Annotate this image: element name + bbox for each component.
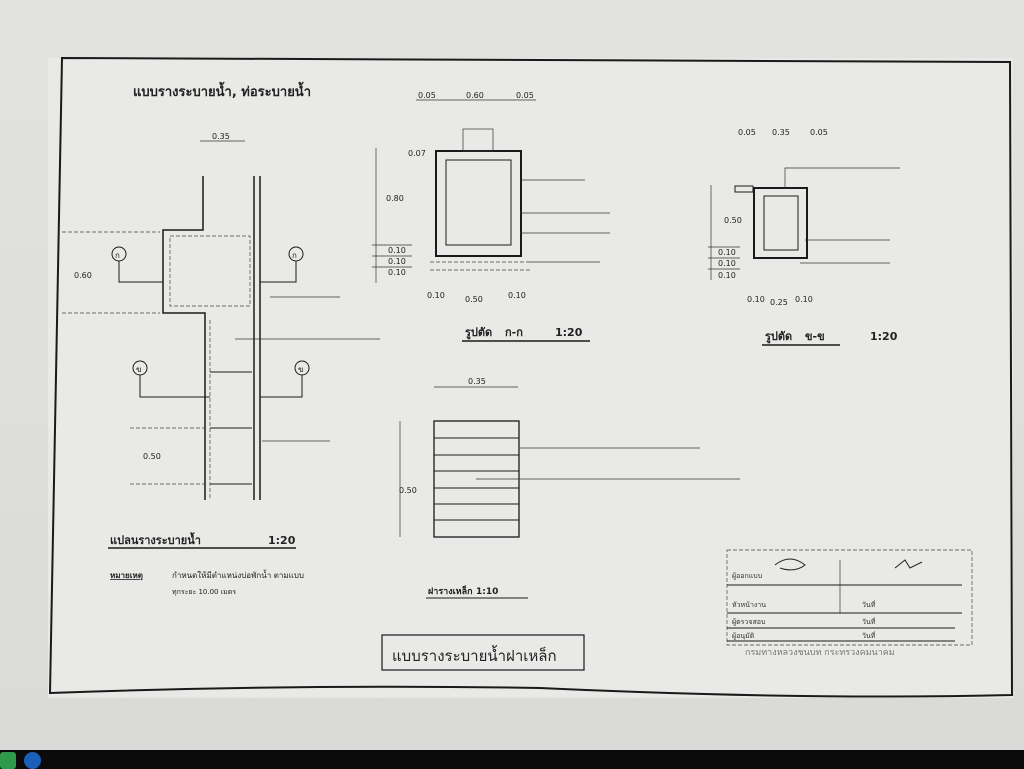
drawing-line	[763, 195, 799, 251]
dimension-label: 0.50	[399, 486, 417, 495]
cover-title: ฝารางเหล็ก	[428, 584, 473, 597]
dimension-label: ผู้ออกแบบ	[732, 572, 762, 580]
dimension-label: 0.50	[465, 295, 483, 304]
note-label: หมายเหตุ	[110, 571, 143, 581]
dimension-label: 0.80	[386, 194, 404, 203]
steel-cover-view: 0.35 0.50	[399, 377, 740, 538]
dimension-label: 0.10	[718, 259, 736, 268]
drawing-line	[445, 159, 512, 246]
dim-label: 0.50	[143, 452, 161, 461]
dimension-label: ข	[298, 365, 303, 374]
note-line-2: ทุกระยะ 10.00 เมตร	[172, 588, 236, 596]
section-marker-b-right: ข	[260, 360, 310, 398]
cover-scale: 1:10	[476, 587, 498, 597]
section-b-scale: 1:20	[870, 330, 898, 343]
drawing-line	[726, 549, 973, 646]
dimension-label: 0.05	[516, 91, 534, 100]
drawing-line	[260, 261, 297, 283]
dimension-label: 0.10	[718, 248, 736, 257]
browser-icon[interactable]	[24, 752, 41, 769]
dimension-label: กรมทางหลวงชนบท กระทรวงคมนาคม	[745, 648, 895, 658]
dimension-label: 0.25	[770, 298, 788, 307]
drawing-line	[753, 187, 808, 259]
drawing-line	[118, 261, 163, 283]
section-marker-a-right: ก	[260, 246, 304, 283]
drawing-canvas: แบบรางระบายน้ำ, ท่อระบายน้ำ 0.35 0.60 0.…	[48, 56, 1014, 698]
section-b-view: 0.05 0.35 0.05 0.50 0.10 0.10 0.10 0.10 …	[708, 128, 900, 307]
dimension-label: 0.60	[466, 91, 484, 100]
dimension-label: 0.07	[408, 149, 426, 158]
dimension-label: 0.10	[747, 295, 765, 304]
signature	[774, 558, 806, 571]
dimension-label: วันที่	[862, 600, 876, 609]
plan-scale: 1:20	[268, 534, 296, 547]
section-marker-a-left: ก	[111, 246, 163, 283]
dim-label: 0.35	[212, 132, 230, 141]
drawing-line	[462, 128, 494, 152]
dimension-label: 0.05	[810, 128, 828, 137]
section-a-mark: ก-ก	[505, 326, 523, 339]
dimension-label: ก	[292, 251, 297, 260]
section-a-scale: 1:20	[555, 326, 583, 339]
dimension-label: 0.10	[427, 291, 445, 300]
dimension-label: 0.10	[795, 295, 813, 304]
drawing-line	[734, 185, 754, 193]
dimension-label: ผู้ตรวจสอบ	[732, 618, 765, 626]
drawing-line	[139, 375, 210, 398]
dimension-label: 0.10	[718, 271, 736, 280]
dimension-label: ก	[115, 251, 120, 260]
section-b-mark: ข-ข	[805, 330, 825, 343]
dimension-label: 0.35	[772, 128, 790, 137]
dimension-label: 0.05	[418, 91, 436, 100]
drawing-line	[162, 176, 206, 500]
dimension-label: 0.05	[738, 128, 756, 137]
dimension-label: 0.10	[388, 257, 406, 266]
dim-label: 0.60	[74, 271, 92, 280]
drawing-line	[169, 235, 251, 307]
dimension-label: วันที่	[862, 631, 876, 640]
drawing-line	[784, 167, 900, 188]
dimension-label: หัวหน้างาน	[732, 601, 766, 609]
plan-view: 0.35 0.60 0.50 ก ก ข ข	[62, 132, 380, 500]
app-icon[interactable]	[0, 752, 16, 769]
section-b-title: รูปตัด	[765, 330, 792, 344]
plan-title: แปลนรางระบายน้ำ	[110, 532, 201, 547]
dimension-label: ข	[136, 365, 141, 374]
dimension-label: 0.10	[388, 268, 406, 277]
dimension-label: วันที่	[862, 617, 876, 626]
dimension-label: ผู้อนุมัติ	[732, 632, 755, 640]
header-title: แบบรางระบายน้ำ, ท่อระบายน้ำ	[133, 81, 311, 100]
section-a-title: รูปตัด	[465, 326, 492, 340]
main-title-box	[381, 634, 585, 671]
section-a-view: 0.05 0.60 0.05 0.07 0.80 0.10 0.10 0.10 …	[372, 91, 610, 304]
dimension-label: 0.10	[388, 246, 406, 255]
drawing-border	[48, 56, 1014, 698]
dimension-label: 0.35	[468, 377, 486, 386]
drawing-line	[260, 375, 303, 398]
note-line-1: กำหนดให้มีตำแหน่งบ่อพักน้ำ ตามแบบ	[172, 569, 304, 580]
main-title: แบบรางระบายน้ำฝาเหล็ก	[392, 645, 557, 665]
signature	[894, 559, 923, 569]
section-marker-b-left: ข	[132, 360, 210, 398]
title-block: ผู้ออกแบบ หัวหน้างาน ผู้ตรวจสอบ ผู้อนุมั…	[726, 549, 973, 658]
dimension-label: 0.10	[508, 291, 526, 300]
dimension-label: 0.50	[724, 216, 742, 225]
paper	[48, 58, 1013, 698]
taskbar	[0, 750, 1024, 769]
